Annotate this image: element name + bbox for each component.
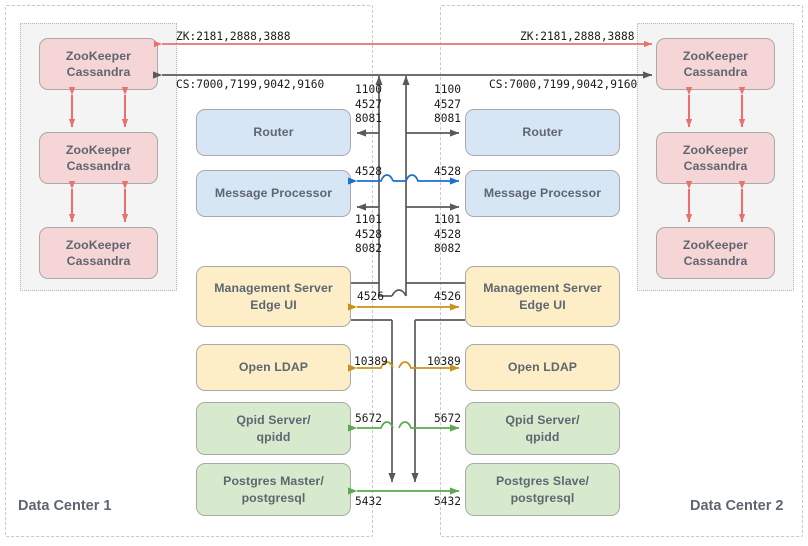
zk-port-label-right: ZK:2181,2888,3888 xyxy=(520,30,635,43)
postgres-port-label-left: 5432 xyxy=(355,495,382,508)
qpid-port-label-left: 5672 xyxy=(355,412,382,425)
node-line-1: Management Server xyxy=(483,281,602,296)
node-line-1: ZooKeeper xyxy=(65,142,132,157)
postgres-port-label-right: 5432 xyxy=(434,495,461,508)
node-line-2: Cassandra xyxy=(66,159,131,173)
node-line-1: Postgres Master/ xyxy=(223,474,324,489)
open-ldap-port-label-right: 10389 xyxy=(427,355,461,368)
dc1-qpid-server[interactable]: Qpid Server/ qpidd xyxy=(196,402,351,455)
dc2-management-server-edge-ui[interactable]: Management Server Edge UI xyxy=(465,266,620,327)
dc1-zookeeper-cassandra-node-1[interactable]: ZooKeeper Cassandra xyxy=(39,38,158,90)
dc2-qpid-server[interactable]: Qpid Server/ qpidd xyxy=(465,402,620,455)
node-line-1: Router xyxy=(522,125,563,140)
node-line-1: ZooKeeper xyxy=(682,48,749,63)
dc2-postgres-slave[interactable]: Postgres Slave/ postgresql xyxy=(465,463,620,516)
data-center-1-frame xyxy=(5,5,373,537)
zk-port-label-left: ZK:2181,2888,3888 xyxy=(176,30,291,43)
node-line-2: postgresql xyxy=(241,490,306,505)
dc1-router[interactable]: Router xyxy=(196,109,351,156)
node-line-2: Edge UI xyxy=(250,297,297,312)
message-processor-sync-label-left: 4528 xyxy=(355,165,382,178)
dc1-management-server-edge-ui[interactable]: Management Server Edge UI xyxy=(196,266,351,327)
node-line-1: ZooKeeper xyxy=(682,142,749,157)
cs-port-label-left: CS:7000,7199,9042,9160 xyxy=(176,78,325,91)
node-line-2: Cassandra xyxy=(683,254,748,268)
dc1-zookeeper-cassandra-node-2[interactable]: ZooKeeper Cassandra xyxy=(39,132,158,184)
dc1-open-ldap[interactable]: Open LDAP xyxy=(196,344,351,391)
open-ldap-port-label-left: 10389 xyxy=(354,355,388,368)
router-port-label-right: 1100 4527 8081 xyxy=(434,83,461,125)
node-line-1: ZooKeeper xyxy=(682,237,749,252)
dc1-zookeeper-cassandra-node-3[interactable]: ZooKeeper Cassandra xyxy=(39,227,158,279)
node-line-1: Open LDAP xyxy=(238,360,309,375)
dc2-zookeeper-cassandra-node-2[interactable]: ZooKeeper Cassandra xyxy=(656,132,775,184)
node-line-2: qpidd xyxy=(256,429,291,444)
node-line-1: ZooKeeper xyxy=(65,237,132,252)
node-line-2: postgresql xyxy=(510,490,575,505)
node-line-2: qpidd xyxy=(525,429,560,444)
message-processor-sync-label-right: 4528 xyxy=(434,165,461,178)
right-trunk-hop xyxy=(391,289,407,297)
router-port-label-left: 1100 4527 8081 xyxy=(355,83,382,125)
node-line-1: Open LDAP xyxy=(507,360,578,375)
node-line-2: Cassandra xyxy=(683,159,748,173)
node-line-2: Cassandra xyxy=(66,254,131,268)
cs-port-label-right: CS:7000,7199,9042,9160 xyxy=(489,78,638,91)
dc2-message-processor[interactable]: Message Processor xyxy=(465,170,620,217)
node-line-1: Management Server xyxy=(214,281,333,296)
dc1-postgres-master[interactable]: Postgres Master/ postgresql xyxy=(196,463,351,516)
message-processor-port-label-left: 1101 4528 8082 xyxy=(355,213,382,255)
data-center-2-label: Data Center 2 xyxy=(690,498,784,514)
node-line-1: Qpid Server/ xyxy=(236,413,311,428)
dc1-message-processor[interactable]: Message Processor xyxy=(196,170,351,217)
data-center-2-frame xyxy=(440,5,803,537)
data-center-1-label: Data Center 1 xyxy=(18,498,112,514)
management-server-port-label-left: 4526 xyxy=(357,290,384,303)
node-line-1: Postgres Slave/ xyxy=(495,474,590,489)
management-server-port-label-right: 4526 xyxy=(434,290,461,303)
node-line-1: Message Processor xyxy=(483,186,602,201)
message-processor-port-label-right: 1101 4528 8082 xyxy=(434,213,461,255)
node-line-1: ZooKeeper xyxy=(65,48,132,63)
node-line-2: Cassandra xyxy=(66,65,131,79)
dc2-router[interactable]: Router xyxy=(465,109,620,156)
qpid-port-label-right: 5672 xyxy=(434,412,461,425)
dc2-zookeeper-cassandra-node-1[interactable]: ZooKeeper Cassandra xyxy=(656,38,775,90)
dc2-open-ldap[interactable]: Open LDAP xyxy=(465,344,620,391)
node-line-1: Message Processor xyxy=(214,186,333,201)
node-line-2: Cassandra xyxy=(683,65,748,79)
dc2-zookeeper-cassandra-node-3[interactable]: ZooKeeper Cassandra xyxy=(656,227,775,279)
node-line-1: Qpid Server/ xyxy=(505,413,580,428)
node-line-1: Router xyxy=(253,125,294,140)
node-line-2: Edge UI xyxy=(519,297,566,312)
